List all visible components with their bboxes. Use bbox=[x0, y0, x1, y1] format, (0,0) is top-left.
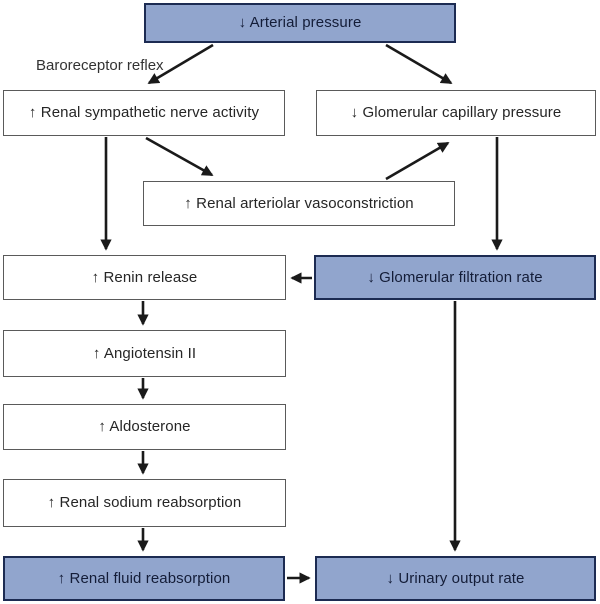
node-glomerular-filtration-rate: ↓ Glomerular filtration rate bbox=[314, 255, 596, 300]
node-angiotensin-ii: ↑ Angiotensin II bbox=[3, 330, 286, 377]
node-aldosterone: ↑ Aldosterone bbox=[3, 404, 286, 450]
node-renal-arteriolar-vasoconstriction-label: ↑ Renal arteriolar vasoconstriction bbox=[184, 194, 414, 212]
edge-arterial-to-capillary bbox=[385, 43, 453, 85]
node-arterial-pressure-label: ↓ Arterial pressure bbox=[238, 14, 362, 32]
node-urinary-output-rate-label: ↓ Urinary output rate bbox=[386, 569, 525, 587]
node-renal-sodium-reabsorption-label: ↑ Renal sodium reabsorption bbox=[47, 494, 242, 512]
node-renal-fluid-reabsorption: ↑ Renal fluid reabsorption bbox=[3, 556, 285, 601]
node-renal-arteriolar-vasoconstriction: ↑ Renal arteriolar vasoconstriction bbox=[143, 181, 455, 226]
edge-arterial-to-sympathetic bbox=[147, 43, 214, 85]
node-renal-sympathetic-nerve-activity: ↑ Renal sympathetic nerve activity bbox=[3, 90, 285, 136]
baroreceptor-reflex-label: Baroreceptor reflex bbox=[36, 57, 164, 74]
node-urinary-output-rate: ↓ Urinary output rate bbox=[315, 556, 596, 601]
node-glomerular-filtration-rate-label: ↓ Glomerular filtration rate bbox=[367, 268, 543, 286]
node-renal-fluid-reabsorption-label: ↑ Renal fluid reabsorption bbox=[57, 569, 231, 587]
node-glomerular-capillary-pressure-label: ↓ Glomerular capillary pressure bbox=[350, 104, 562, 122]
node-angiotensin-ii-label: ↑ Angiotensin II bbox=[92, 344, 197, 362]
node-renin-release: ↑ Renin release bbox=[3, 255, 286, 300]
node-renal-sympathetic-nerve-activity-label: ↑ Renal sympathetic nerve activity bbox=[28, 104, 260, 122]
edge-vasoconstriction-to-capillary bbox=[385, 141, 450, 181]
node-arterial-pressure: ↓ Arterial pressure bbox=[144, 3, 456, 43]
node-glomerular-capillary-pressure: ↓ Glomerular capillary pressure bbox=[316, 90, 596, 136]
node-renal-sodium-reabsorption: ↑ Renal sodium reabsorption bbox=[3, 479, 286, 527]
edge-sympathetic-to-vasoconstriction bbox=[145, 136, 214, 177]
node-aldosterone-label: ↑ Aldosterone bbox=[98, 418, 191, 436]
node-renin-release-label: ↑ Renin release bbox=[91, 268, 198, 286]
